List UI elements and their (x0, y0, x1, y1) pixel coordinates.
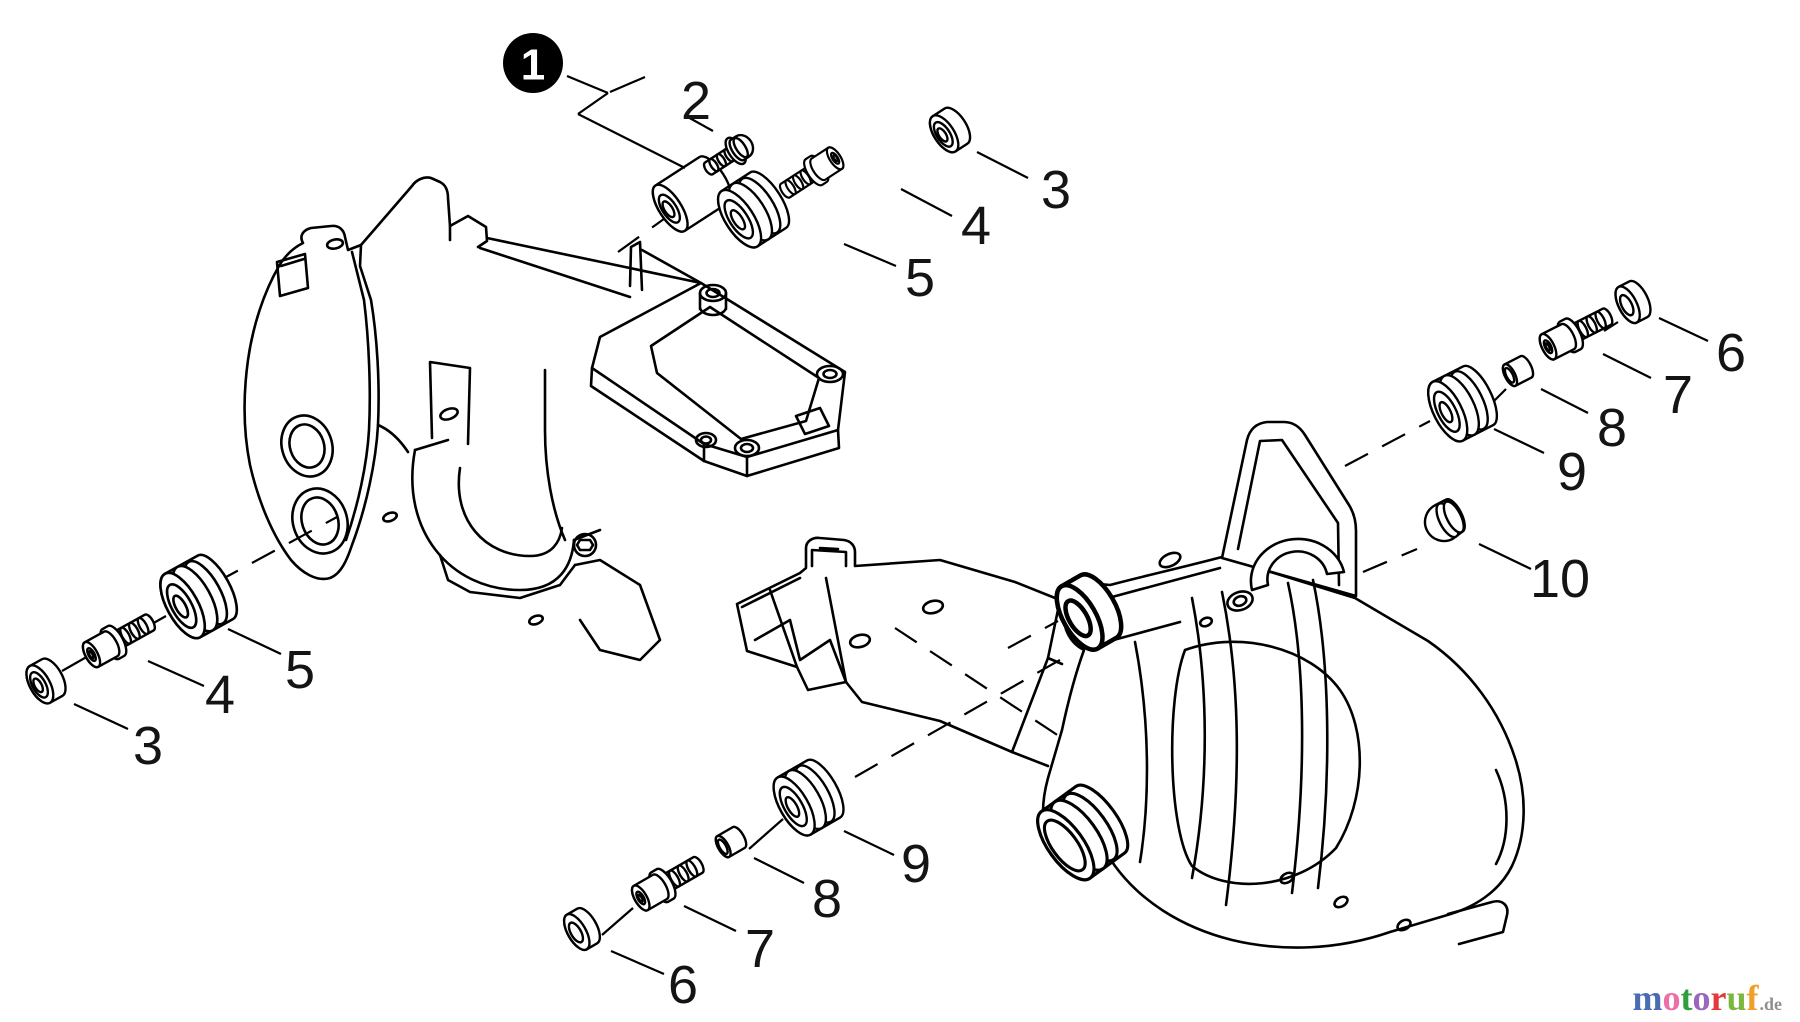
leader-line-9 (147, 659, 205, 688)
part-label-left-4: 4 (205, 665, 235, 725)
logo-letter-3: o (1692, 978, 1711, 1018)
part-label-right-7: 7 (1663, 365, 1693, 425)
part-label-top-4: 4 (961, 196, 991, 256)
part-label-left-3: 3 (133, 716, 163, 776)
callout-circle (503, 33, 563, 93)
dashed-line-6 (1007, 620, 1059, 649)
axis-line-1 (748, 818, 784, 850)
leader-line-19 (843, 830, 895, 856)
part-label-bottom-8: 8 (812, 869, 842, 929)
leader-line-17 (683, 905, 737, 932)
part-washer-right (1609, 276, 1657, 328)
leader-lines (73, 74, 1709, 976)
housing-threaded-boss (1036, 783, 1130, 882)
part-bolt-bottom (625, 847, 712, 917)
leader-line-13 (1540, 388, 1589, 414)
part-bushing-bottom (764, 752, 853, 843)
leader-line-6 (900, 188, 953, 217)
logo-tld: .de (1759, 994, 1783, 1014)
leader-line-1 (577, 92, 609, 115)
leader-line-16 (610, 949, 665, 976)
leader-line-5 (976, 151, 1029, 179)
assembly-callout: 1 (503, 33, 563, 93)
part-label-right-8: 8 (1597, 398, 1627, 458)
leader-line-0 (566, 74, 609, 95)
part-washer-bottom (557, 902, 607, 956)
callout-number: 1 (521, 41, 545, 90)
housing-upper-boss (1054, 572, 1124, 652)
guide-plate (735, 536, 1064, 768)
logo-letter-6: f (1746, 978, 1759, 1018)
part-bolt-top (772, 141, 850, 207)
part-label-top-5: 5 (905, 248, 935, 308)
logo-letter-1: o (1662, 978, 1681, 1018)
logo-letter-4: r (1710, 978, 1727, 1018)
leader-line-3 (609, 75, 646, 94)
part-spacer-bottom (711, 823, 751, 861)
dashed-lines (214, 215, 1431, 778)
leader-line-11 (1658, 317, 1709, 342)
axis-line-0 (601, 907, 634, 936)
axis-line-3 (1603, 321, 1619, 332)
part-label-right-6: 6 (1716, 323, 1746, 383)
leader-line-4 (685, 115, 714, 132)
part-nut-top (923, 101, 977, 159)
leader-line-2 (577, 113, 686, 169)
part-bushing-right (1419, 359, 1506, 449)
leader-line-10 (227, 628, 282, 655)
part-label-right-9: 9 (1557, 442, 1587, 502)
part-label-bottom-7: 7 (745, 919, 775, 979)
handle-housing (1036, 420, 1525, 949)
leader-line-12 (1602, 353, 1652, 379)
leader-line-14 (1493, 428, 1545, 454)
dashed-line-0 (617, 215, 669, 253)
leader-line-8 (73, 703, 129, 730)
part-label-bottom-9: 9 (901, 834, 931, 894)
leader-line-7 (843, 242, 897, 268)
part-label-top-3: 3 (1041, 160, 1071, 220)
logo-letter-2: t (1680, 978, 1693, 1018)
dashed-line-4 (1344, 420, 1431, 467)
logo-letter-5: u (1726, 978, 1747, 1018)
part-spacer-right (1498, 352, 1538, 390)
crankcase-body (243, 176, 847, 662)
part-label-bottom-6: 6 (668, 955, 698, 1015)
dashed-line-5 (1362, 547, 1418, 574)
part-plug (1417, 495, 1472, 549)
part-label-right-10: 10 (1530, 549, 1590, 609)
part-nut-left (19, 653, 73, 709)
leader-line-18 (753, 857, 805, 884)
part-label-left-5: 5 (285, 640, 315, 700)
part-label-top-2: 2 (681, 71, 711, 131)
dashed-line-3 (894, 627, 1069, 743)
dashed-line-1 (214, 516, 338, 584)
logo-letter-0: m (1632, 978, 1663, 1018)
leader-line-15 (1478, 543, 1532, 570)
